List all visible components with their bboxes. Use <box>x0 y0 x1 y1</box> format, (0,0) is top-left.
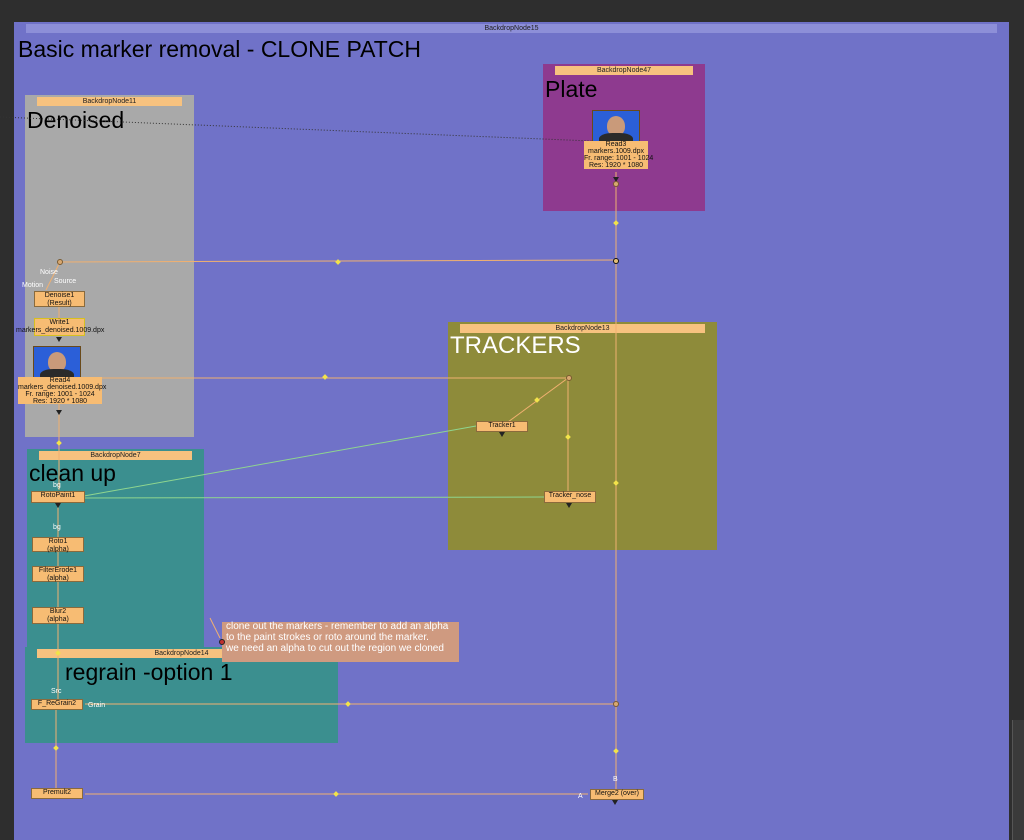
input-label-src: Src <box>51 688 62 695</box>
node-range: Fr. range: 1001 - 1024 <box>584 155 654 162</box>
node-name: F_ReGrain2 <box>37 700 77 707</box>
node-name: Roto1 <box>48 538 68 545</box>
node-name: Tracker_nose <box>548 492 592 499</box>
input-label-source: Source <box>54 278 77 285</box>
premult2-node[interactable]: Premult2 <box>31 788 83 799</box>
node-name: Read4 <box>49 377 71 384</box>
read3-thumbnail[interactable] <box>592 110 640 142</box>
filtererode1-node[interactable]: FilterErode1 (alpha) <box>32 566 84 582</box>
node-sub: (alpha) <box>47 546 69 553</box>
backdrop-label: regrain -option 1 <box>65 659 233 685</box>
backdrop-header: BackdropNode11 <box>37 97 182 106</box>
node-name: Read3 <box>605 141 627 148</box>
write1-node[interactable]: Write1 <box>34 318 85 336</box>
denoise1-node[interactable]: Denoise1 (Result) <box>34 291 85 307</box>
sticky-note[interactable] <box>222 622 459 662</box>
input-label-bg: bg <box>53 524 61 531</box>
input-label-bg: bg <box>53 482 61 489</box>
node-name: FilterErode1 <box>38 567 78 574</box>
backdrop-header: BackdropNode13 <box>460 324 705 333</box>
read3-node[interactable]: Read3 markers.1009.dpx Fr. range: 1001 -… <box>584 141 654 169</box>
dot-node[interactable] <box>219 639 225 645</box>
dot-node[interactable] <box>613 258 619 264</box>
regrain-node[interactable]: F_ReGrain2 <box>31 699 83 710</box>
read4-thumbnail[interactable] <box>33 346 81 378</box>
input-label-b: B <box>613 776 618 783</box>
dot-node[interactable] <box>57 259 63 265</box>
node-name: Premult2 <box>42 789 71 796</box>
backdrop-plate[interactable]: BackdropNode47 Plate <box>543 64 705 211</box>
node-res: Res: 1920 * 1080 <box>588 162 644 169</box>
node-name: Merge2 (over) <box>595 790 639 797</box>
dot-node[interactable] <box>613 181 619 187</box>
node-sub: (alpha) <box>47 616 69 623</box>
tracker-nose-node[interactable]: Tracker_nose <box>544 491 596 503</box>
node-res: Res: 1920 * 1080 <box>32 398 88 405</box>
sticky-note-line: clone out the markers - remember to add … <box>226 621 449 632</box>
merge2-node[interactable]: Merge2 (over) <box>590 789 644 800</box>
rotopaint1-node[interactable]: RotoPaint1 <box>31 491 85 503</box>
node-name: Write1 <box>49 319 70 326</box>
node-sub: (alpha) <box>47 575 69 582</box>
backdrop-header: BackdropNode15 <box>26 24 997 33</box>
vertical-scrollbar[interactable] <box>1012 720 1024 840</box>
tracker1-node[interactable]: Tracker1 <box>476 421 528 432</box>
input-label-a: A <box>578 793 583 800</box>
node-file: markers_denoised.1009.dpx <box>18 384 107 391</box>
blur2-node[interactable]: Blur2 (alpha) <box>32 607 84 624</box>
backdrop-label: Denoised <box>27 107 125 133</box>
dot-node[interactable] <box>566 375 572 381</box>
sticky-note-line: we need an alpha to cut out the region w… <box>226 643 444 654</box>
backdrop-header: BackdropNode14 <box>37 649 326 658</box>
sticky-note-line: to the paint strokes or roto around the … <box>226 632 429 643</box>
backdrop-trackers[interactable]: BackdropNode13 TRACKERS <box>448 322 717 550</box>
backdrop-label: Basic marker removal - CLONE PATCH <box>18 36 421 62</box>
backdrop-label: clean up <box>29 460 116 486</box>
node-range: Fr. range: 1001 - 1024 <box>25 391 95 398</box>
input-label-grain: Grain <box>88 702 106 709</box>
node-file: markers.1009.dpx <box>587 148 645 155</box>
write1-file-label: markers_denoised.1009.dpx <box>16 327 105 334</box>
backdrop-label: Plate <box>545 76 598 102</box>
backdrop-label: TRACKERS <box>450 332 581 359</box>
roto1-node[interactable]: Roto1 (alpha) <box>32 537 84 553</box>
node-sub: (Result) <box>47 300 72 307</box>
node-name: Tracker1 <box>488 422 516 429</box>
node-name: RotoPaint1 <box>40 492 76 499</box>
backdrop-header: BackdropNode7 <box>39 451 192 460</box>
backdrop-regrain[interactable]: BackdropNode14 regrain -option 1 <box>25 647 338 743</box>
backdrop-header: BackdropNode47 <box>555 66 693 75</box>
input-label-motion: Motion <box>22 282 44 289</box>
dot-node[interactable] <box>613 701 619 707</box>
read4-node[interactable]: Read4 markers_denoised.1009.dpx Fr. rang… <box>18 377 107 405</box>
node-name: Denoise1 <box>44 292 75 299</box>
input-label-noise: Noise <box>40 269 58 276</box>
node-name: Blur2 <box>49 608 67 615</box>
